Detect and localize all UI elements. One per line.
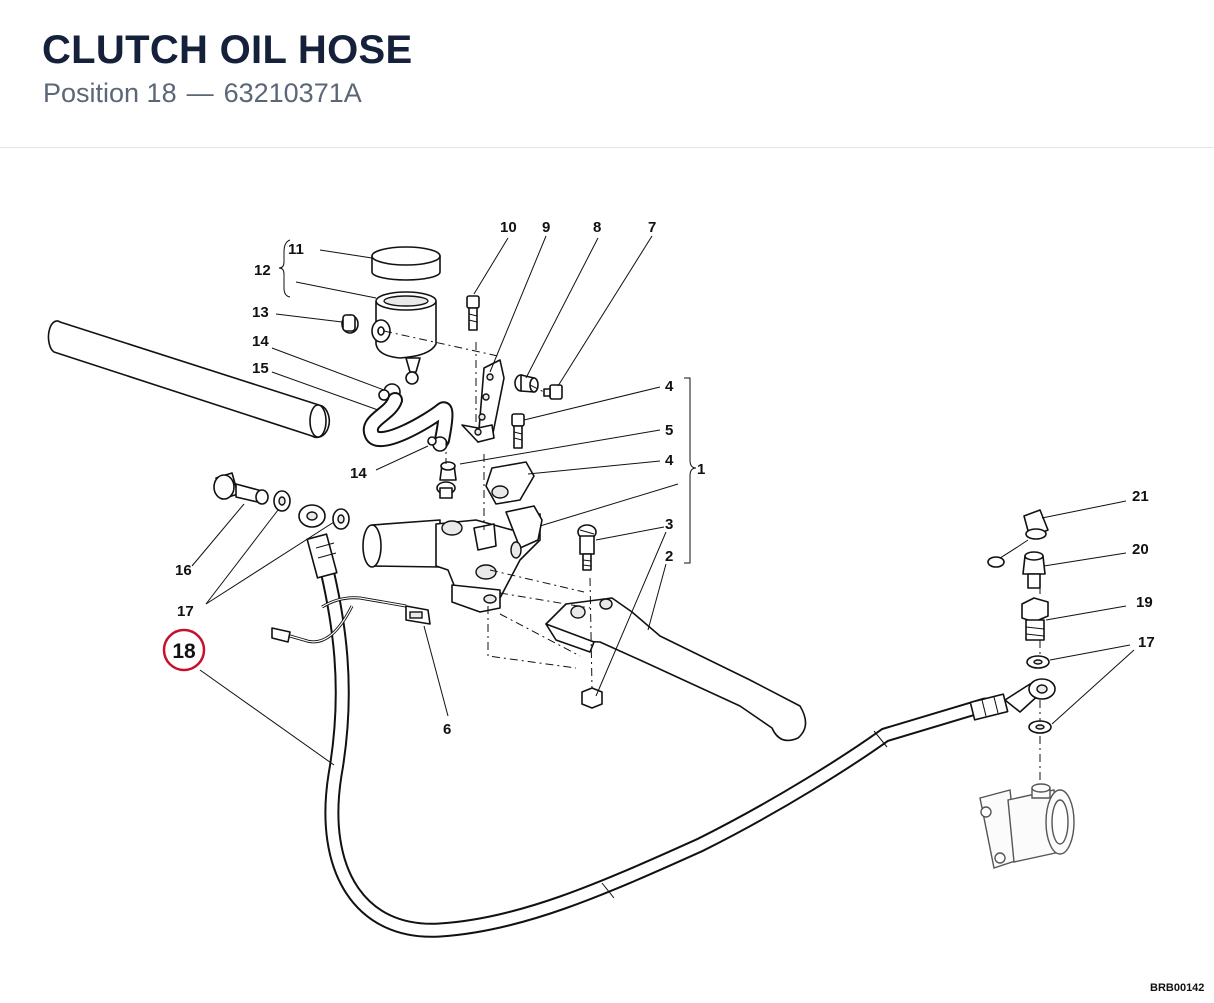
page-title: CLUTCH OIL HOSE <box>42 28 413 72</box>
callout-15: 15 <box>252 360 269 377</box>
union-nut <box>1021 597 1049 641</box>
reservoir-grommet <box>341 314 359 334</box>
callout-5: 5 <box>665 422 673 439</box>
mount-bracket <box>461 359 505 443</box>
washer-left-1-hole <box>278 496 286 506</box>
assembly-lines <box>383 330 1041 784</box>
clutch-switch <box>271 596 431 644</box>
banjo-bolt-left <box>213 472 269 505</box>
bleed-valve <box>1022 551 1046 589</box>
subtitle-separator: — <box>186 78 214 108</box>
highlighted-callout-18[interactable]: 18 <box>162 628 206 672</box>
callout-9: 9 <box>542 219 550 236</box>
group-brace-12 <box>278 239 291 298</box>
callout-6: 6 <box>443 721 451 738</box>
callout-4-lower: 4 <box>665 452 674 469</box>
washer-left-2-hole <box>337 514 345 524</box>
callout-4-upper: 4 <box>665 378 674 395</box>
clutch-lever <box>545 597 807 742</box>
callout-20: 20 <box>1132 541 1149 558</box>
callout-7: 7 <box>648 219 656 236</box>
washer-right-1-hole <box>1033 659 1043 665</box>
callout-17-left: 17 <box>177 603 194 620</box>
screw-side <box>543 384 563 400</box>
clamp-half <box>485 461 535 505</box>
handlebar-tube <box>47 320 331 439</box>
callout-8: 8 <box>593 219 601 236</box>
reservoir-outlet <box>405 357 421 373</box>
callout-21: 21 <box>1132 488 1149 505</box>
callout-12: 12 <box>254 262 271 279</box>
lever-nut <box>581 687 603 709</box>
reservoir-hose <box>364 394 452 446</box>
callout-18: 18 <box>172 640 196 663</box>
part-number: 63210371A <box>223 78 362 108</box>
callout-19: 19 <box>1136 594 1153 611</box>
position-label: Position 18 <box>43 78 177 108</box>
callout-11: 11 <box>288 241 304 258</box>
highlight-ring <box>162 628 206 672</box>
screw-clamp <box>511 413 525 449</box>
clutch-oil-hose <box>298 504 1056 938</box>
page-header: CLUTCH OIL HOSE Position 18 — 63210371A <box>0 0 1214 148</box>
callout-3: 3 <box>665 516 673 533</box>
group-brace-1 <box>684 377 697 564</box>
drawing-code: BRB00142 <box>1150 982 1204 994</box>
callout-1: 1 <box>697 461 705 478</box>
hose-clamp-lower <box>427 436 448 452</box>
page-subtitle: Position 18 — 63210371A <box>43 78 362 109</box>
callout-labels: 11 12 13 14 15 14 10 9 8 7 4 5 4 1 3 2 6… <box>175 219 1155 738</box>
slave-cylinder <box>979 783 1075 869</box>
reservoir-body <box>371 291 437 359</box>
leader-lines <box>191 235 1135 766</box>
callout-16: 16 <box>175 562 192 579</box>
pivot-bolt <box>577 524 597 571</box>
callout-2: 2 <box>665 548 673 565</box>
reservoir-nipple <box>405 371 419 385</box>
master-cylinder <box>362 505 543 613</box>
callout-10: 10 <box>500 219 517 236</box>
hose-fitting <box>436 461 457 499</box>
callout-14-lower: 14 <box>350 465 367 482</box>
callout-17-right: 17 <box>1138 634 1155 651</box>
callout-13: 13 <box>252 304 269 321</box>
reservoir-cap <box>371 246 441 281</box>
screw-top <box>466 295 480 331</box>
bleed-cap <box>987 509 1049 568</box>
callout-14-upper: 14 <box>252 333 269 350</box>
washer-right-2-hole <box>1035 724 1045 730</box>
bushing <box>514 374 539 393</box>
